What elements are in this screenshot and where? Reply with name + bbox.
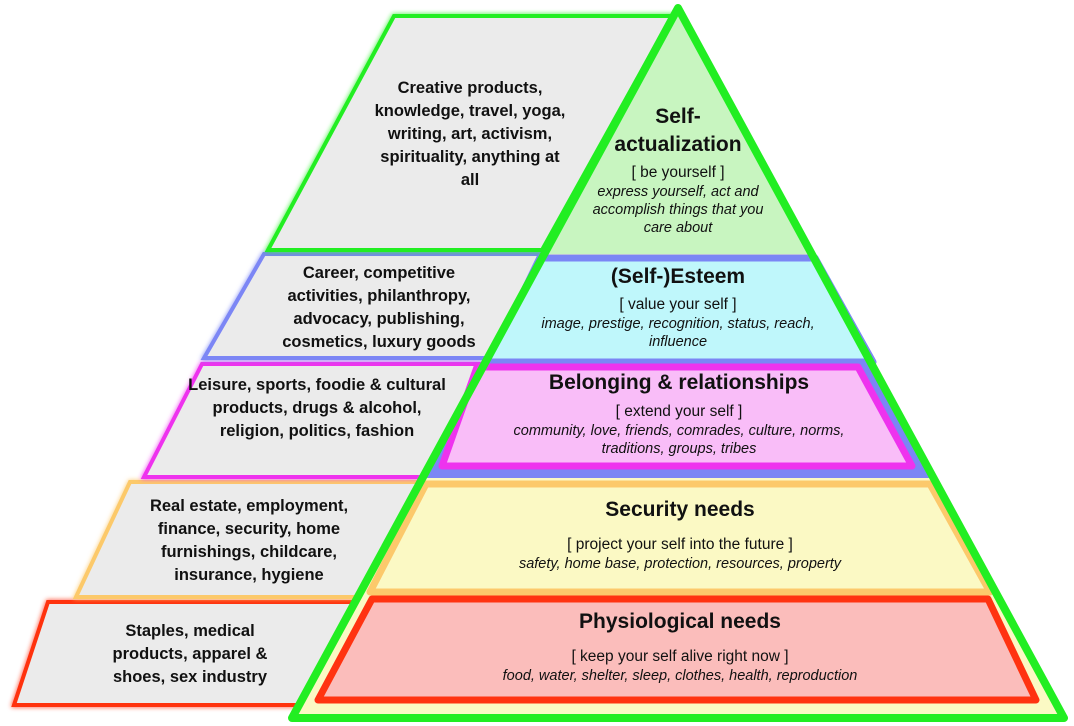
products-security: Real estate, employment, finance, securi…: [149, 497, 349, 584]
text-belonging: Belonging & relationships [ extend your …: [486, 369, 872, 458]
front-pyramid: [288, 4, 1068, 722]
products-physiological: Staples, medical products, apparel & sho…: [112, 622, 268, 686]
description-physiological: food, water, shelter, sleep, clothes, he…: [502, 668, 858, 684]
level-security: [366, 480, 994, 596]
text-physiological: Physiological needs [ keep your self ali…: [460, 608, 900, 685]
description-security: safety, home base, protection, resources…: [518, 556, 842, 572]
title-belonging: Belonging & relationships: [548, 371, 810, 394]
description-belonging: community, love, friends, comrades, cult…: [513, 423, 845, 457]
title-self-actualization-line1: Self-: [655, 105, 701, 128]
level-physiological: [314, 595, 1040, 704]
subtitle-self-actualization: [ be yourself ]: [631, 164, 725, 181]
title-physiological: Physiological needs: [579, 610, 781, 633]
subtitle-physiological: [ keep your self alive right now ]: [571, 648, 789, 665]
title-security: Security needs: [605, 498, 755, 521]
text-security: Security needs [ project your self into …: [480, 496, 880, 573]
products-self-actualization: Creative products, knowledge, travel, yo…: [374, 79, 566, 189]
title-esteem: (Self-)Esteem: [610, 265, 746, 288]
level-belonging: [438, 363, 916, 470]
subtitle-security: [ project your self into the future ]: [567, 536, 793, 553]
description-esteem: image, prestige, recognition, status, re…: [541, 316, 815, 350]
text-self-actualization: Self- actualization [ be yourself ] expr…: [578, 103, 778, 237]
subtitle-belonging: [ extend your self ]: [615, 403, 743, 420]
subtitle-esteem: [ value your self ]: [619, 296, 737, 313]
description-self-actualization: express yourself, act and accomplish thi…: [592, 184, 764, 236]
pyramid-outline: [288, 4, 1068, 722]
level-self-actualization: [540, 8, 816, 254]
products-belonging: Leisure, sports, foodie & cultural produ…: [188, 376, 446, 440]
title-self-actualization-line2: actualization: [614, 133, 742, 156]
products-esteem: Career, competitive activities, philanth…: [282, 264, 476, 351]
text-esteem: (Self-)Esteem [ value your self ] image,…: [540, 263, 816, 351]
back-panels: [11, 14, 676, 707]
